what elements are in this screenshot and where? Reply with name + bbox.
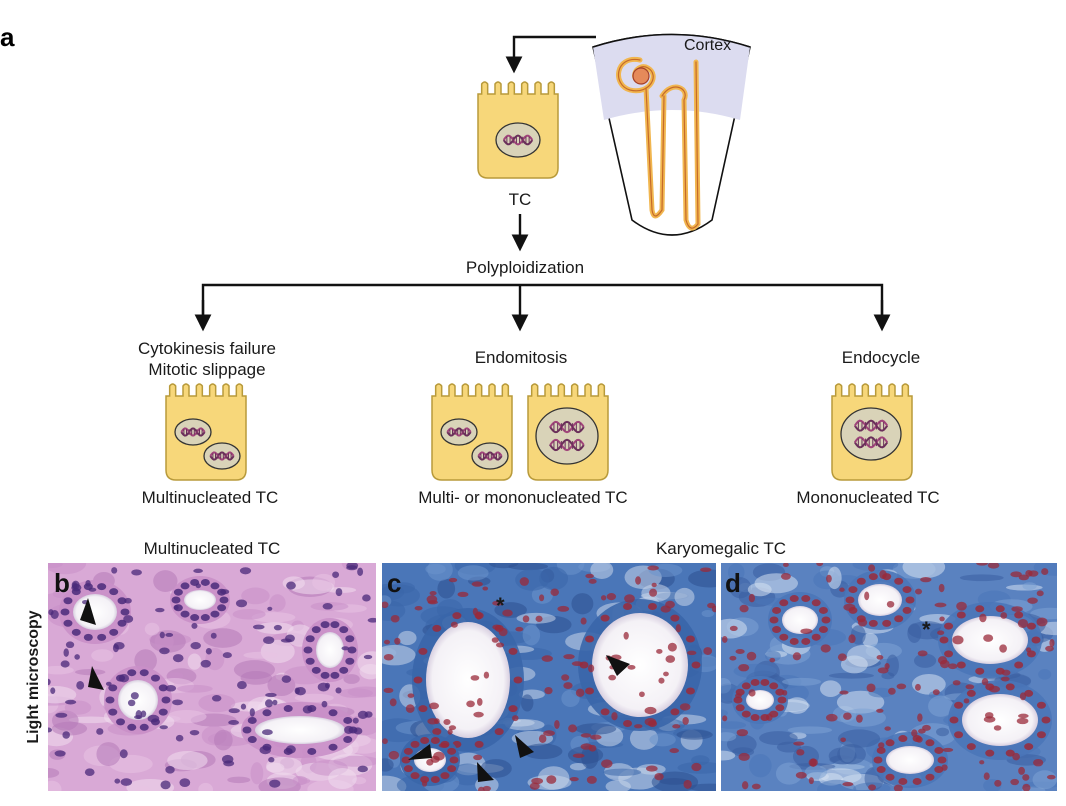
branch-1-line1: Cytokinesis failure: [138, 339, 276, 358]
arrowhead-b2: [88, 666, 104, 690]
asterisk-d: *: [922, 617, 931, 642]
polyploidization-label: Polyploidization: [466, 258, 584, 277]
arrowhead-c1: [606, 655, 630, 676]
arrowhead-c3: [515, 735, 534, 758]
micrograph-d: [721, 563, 1057, 791]
tubular-cell-endocycle: [831, 383, 913, 481]
panel-letter-b: b: [54, 568, 70, 598]
tubular-cell-endomitosis-multinucleated: [431, 383, 513, 481]
arrowhead-c2: [408, 744, 432, 760]
arrowhead-c4: [477, 762, 494, 782]
panel-letter-d: d: [725, 568, 741, 598]
glomerulus: [632, 67, 650, 85]
light-microscopy-label: Light microscopy: [25, 610, 42, 743]
panel-letter-a: a: [0, 22, 15, 52]
caption-multi-or-mono: Multi- or mononucleated TC: [418, 488, 627, 507]
arrow-cortex-to-tc: [505, 35, 596, 74]
caption-multinucleated: Multinucleated TC: [142, 488, 279, 507]
branch-1-line2: Mitotic slippage: [148, 360, 265, 379]
asterisk-c: *: [496, 593, 505, 618]
branch-2-line1: Endomitosis: [475, 348, 568, 367]
micro-header-karyomegalic: Karyomegalic TC: [656, 539, 786, 558]
micrograph-c: [382, 563, 716, 791]
micro-header-multinucleated: Multinucleated TC: [144, 539, 281, 558]
tubular-cell-top: [477, 81, 559, 179]
tubular-cell-multinucleated: [165, 383, 247, 481]
branch-arrows: [194, 283, 891, 332]
caption-mononucleated: Mononucleated TC: [796, 488, 939, 507]
tc-label: TC: [509, 190, 532, 209]
panel-letter-c: c: [387, 568, 401, 598]
kidney-cortex-diagram: Cortex: [592, 33, 751, 236]
cortex-label: Cortex: [684, 37, 731, 54]
cortex-band: [593, 34, 750, 120]
micrograph-b: [48, 563, 376, 791]
branch-3-line1: Endocycle: [842, 348, 920, 367]
tubular-cell-endomitosis-mononucleated: [527, 383, 609, 481]
arrowhead-b1: [80, 598, 96, 625]
arrowhead-markers: [80, 598, 630, 782]
